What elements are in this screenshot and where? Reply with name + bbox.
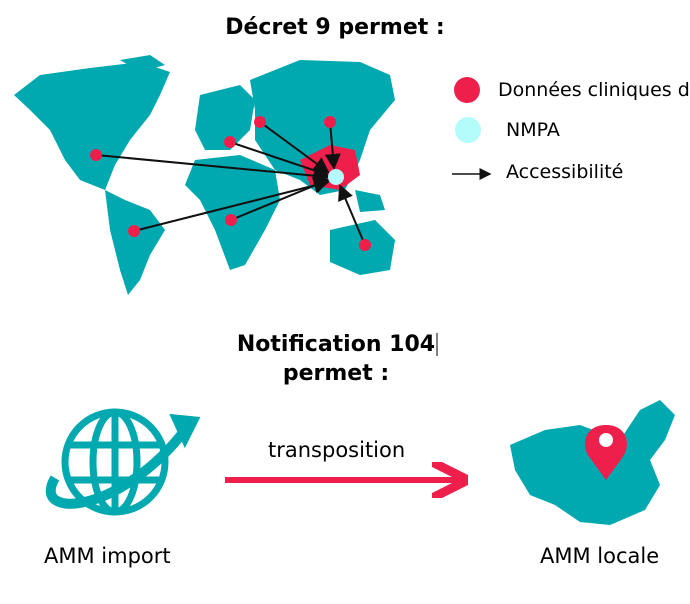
title-decret: Décret 9 permet : <box>225 15 445 40</box>
amm-import-label: AMM import <box>44 544 171 568</box>
legend-red-dot <box>454 77 480 103</box>
legend-access-label: Accessibilité <box>506 161 624 183</box>
globe-icon <box>45 408 201 516</box>
amm-locale-label: AMM locale <box>540 544 660 568</box>
china-map-icon <box>510 400 675 525</box>
legend-nmpa-label: NMPA <box>506 119 560 141</box>
legend-cyan-dot <box>455 117 481 143</box>
clinical-data-points <box>90 116 371 251</box>
accessibility-arrows <box>95 121 366 246</box>
legend-clinical-label: Données cliniques d <box>498 79 690 101</box>
transposition-label: transposition <box>268 438 406 462</box>
title-notification-line2: permet : <box>282 361 390 386</box>
title-notification: Notification 104 permet : <box>200 330 472 388</box>
title-notification-line1: Notification 104 <box>236 332 436 357</box>
nmpa-point <box>328 169 344 185</box>
